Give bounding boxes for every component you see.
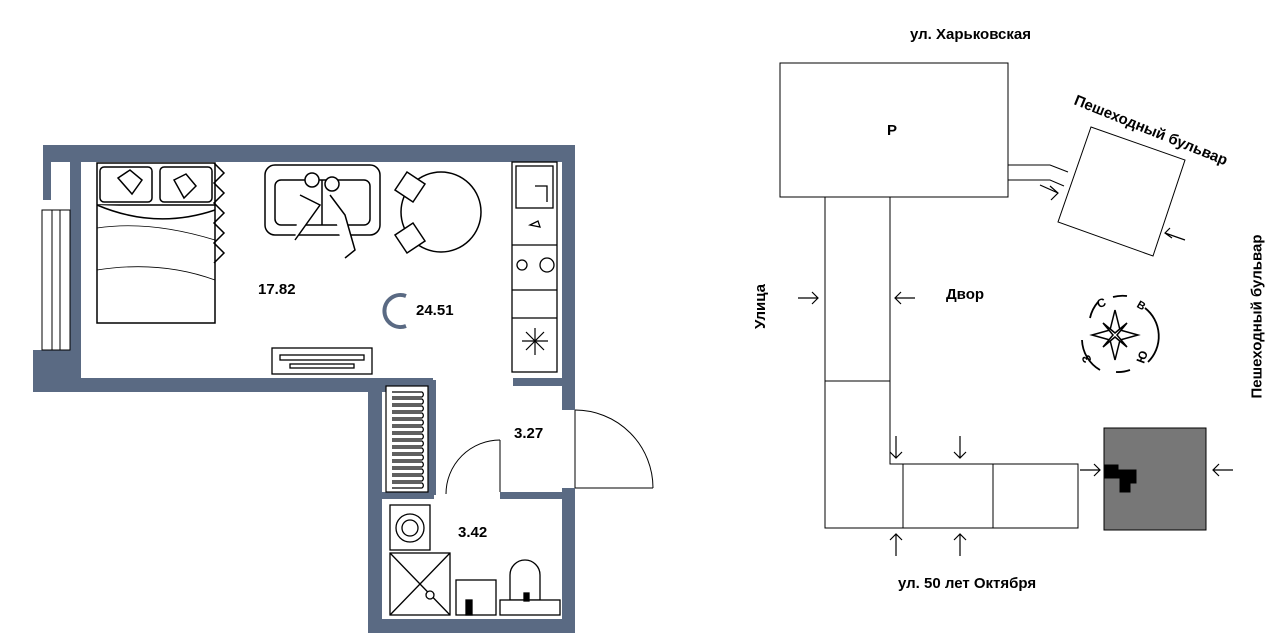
street-top-label: ул. Харьковская	[910, 26, 1032, 43]
total-area-label: 24.51	[416, 302, 454, 319]
hall-area-label: 3.27	[514, 425, 544, 442]
compass	[1081, 294, 1160, 373]
entrance-arrows	[798, 184, 1233, 556]
shower	[389, 552, 451, 616]
main-building	[824, 197, 1079, 529]
wardrobe	[385, 385, 429, 493]
dining-table	[393, 170, 482, 255]
yard-label: Двор	[946, 286, 985, 303]
washing-machine	[389, 504, 431, 551]
bed	[96, 162, 216, 324]
parking-label: Р	[887, 122, 898, 139]
street-left-label: Улица	[751, 284, 769, 329]
kitchen	[511, 161, 558, 373]
window	[41, 209, 71, 351]
entry-door	[574, 409, 654, 489]
toilet-sink	[455, 559, 561, 616]
studio-badge-arc	[382, 293, 407, 329]
boulevard-right-label: Пешеходный бульвар	[1248, 234, 1266, 399]
bathroom-door	[445, 439, 501, 495]
tv-stand	[271, 347, 373, 375]
neighbor-block	[1103, 427, 1207, 531]
bathroom-area-label: 3.42	[458, 524, 488, 541]
rotated-building	[1057, 126, 1186, 257]
site-plan	[779, 62, 1233, 556]
plant	[212, 162, 226, 264]
apartment-marker	[1103, 464, 1137, 493]
floor-plan	[33, 145, 654, 633]
walls	[33, 145, 575, 633]
sofa	[264, 164, 381, 259]
street-bottom-label: ул. 50 лет Октября	[898, 575, 1037, 592]
parking-building	[779, 62, 1009, 198]
living-area-label: 17.82	[258, 281, 296, 298]
